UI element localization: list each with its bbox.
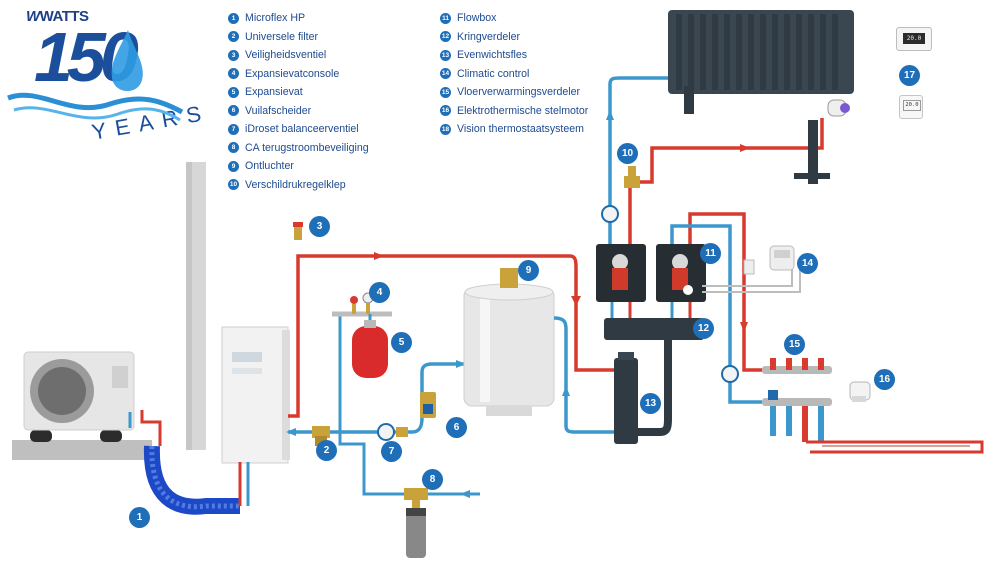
callout-13: 13 [640, 393, 661, 414]
circuit-manifold [604, 318, 704, 340]
callout-8: 8 [422, 469, 443, 490]
underfloor-manifold [762, 358, 832, 442]
callout-11: 11 [700, 243, 721, 264]
buffer-tank [463, 268, 555, 416]
callout-17: 17 [899, 65, 920, 86]
callout-3: 3 [309, 216, 330, 237]
floor-heating-loop [806, 440, 984, 454]
callout-6: 6 [446, 417, 467, 438]
safety-valve [294, 226, 302, 240]
callout-16: 16 [874, 369, 895, 390]
balancing-valve [377, 423, 395, 441]
flowbox-right [656, 244, 706, 302]
callout-4: 4 [369, 282, 390, 303]
expansion-vessel [352, 326, 388, 378]
callout-12: 12 [693, 318, 714, 339]
callout-9: 9 [518, 260, 539, 281]
callout-7: 7 [381, 441, 402, 462]
watts-logo: WWATTS [26, 8, 89, 25]
climatic-control [743, 245, 795, 275]
hydraulic-separator [614, 330, 672, 444]
flowbox-left [596, 244, 646, 302]
backflow-preventer [404, 488, 428, 500]
outdoor-heat-pump [12, 351, 152, 460]
differential-pressure-valve [624, 176, 640, 188]
electrothermal-actuator [849, 381, 871, 402]
callout-2: 2 [316, 440, 337, 461]
callout-1: 1 [129, 507, 150, 528]
callout-10: 10 [617, 143, 638, 164]
filter-cartridge [406, 508, 426, 558]
thermostat: 20.0 [896, 27, 932, 51]
microflex-pipe [143, 445, 240, 515]
callout-15: 15 [784, 334, 805, 355]
dirt-separator [420, 392, 436, 418]
supply-line [288, 254, 618, 418]
callout-5: 5 [391, 332, 412, 353]
air-vent [500, 268, 518, 288]
callout-14: 14 [797, 253, 818, 274]
logo-wave-icon [7, 30, 184, 122]
thermostat-small: 20.0 [899, 95, 923, 119]
radiator [668, 10, 854, 184]
indoor-unit [221, 326, 290, 464]
